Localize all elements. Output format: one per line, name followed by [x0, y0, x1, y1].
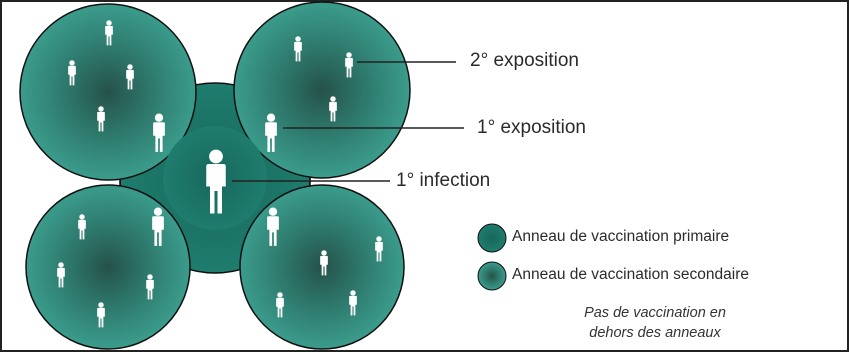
legend-label-primary: Anneau de vaccination primaire [512, 228, 730, 245]
legend-label-secondary: Anneau de vaccination secondaire [512, 266, 749, 283]
secondary-ring-bottom-left [25, 184, 191, 350]
secondary-ring-top-left [19, 3, 197, 181]
legend-note: Pas de vaccination en dehors des anneaux [560, 303, 750, 343]
label-second-exposure: 2° exposition [470, 50, 579, 71]
legend-swatch-primary [477, 223, 507, 253]
legend-swatch-secondary [477, 261, 507, 291]
legend-note-line2: dehors des anneaux [589, 325, 721, 341]
label-first-exposure: 1° exposition [477, 117, 586, 138]
label-first-infection: 1° infection [396, 170, 491, 191]
secondary-ring-top-right [233, 1, 411, 179]
legend-note-line1: Pas de vaccination en [584, 305, 726, 321]
